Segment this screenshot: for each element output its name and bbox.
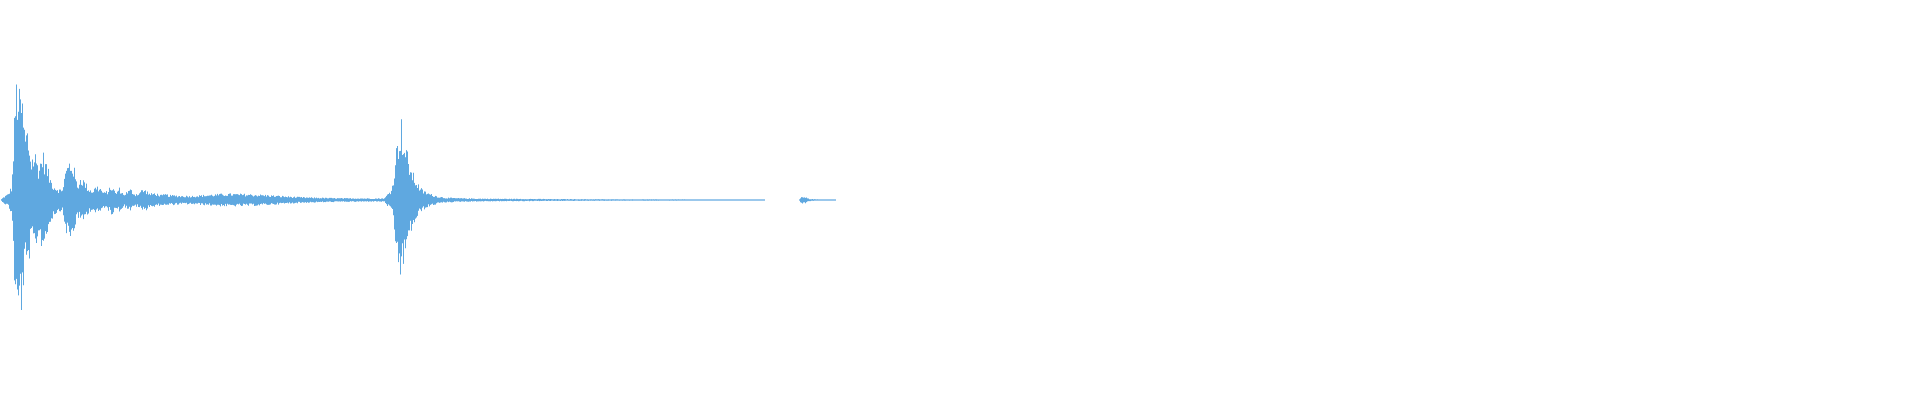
waveform-bars bbox=[1, 84, 836, 310]
